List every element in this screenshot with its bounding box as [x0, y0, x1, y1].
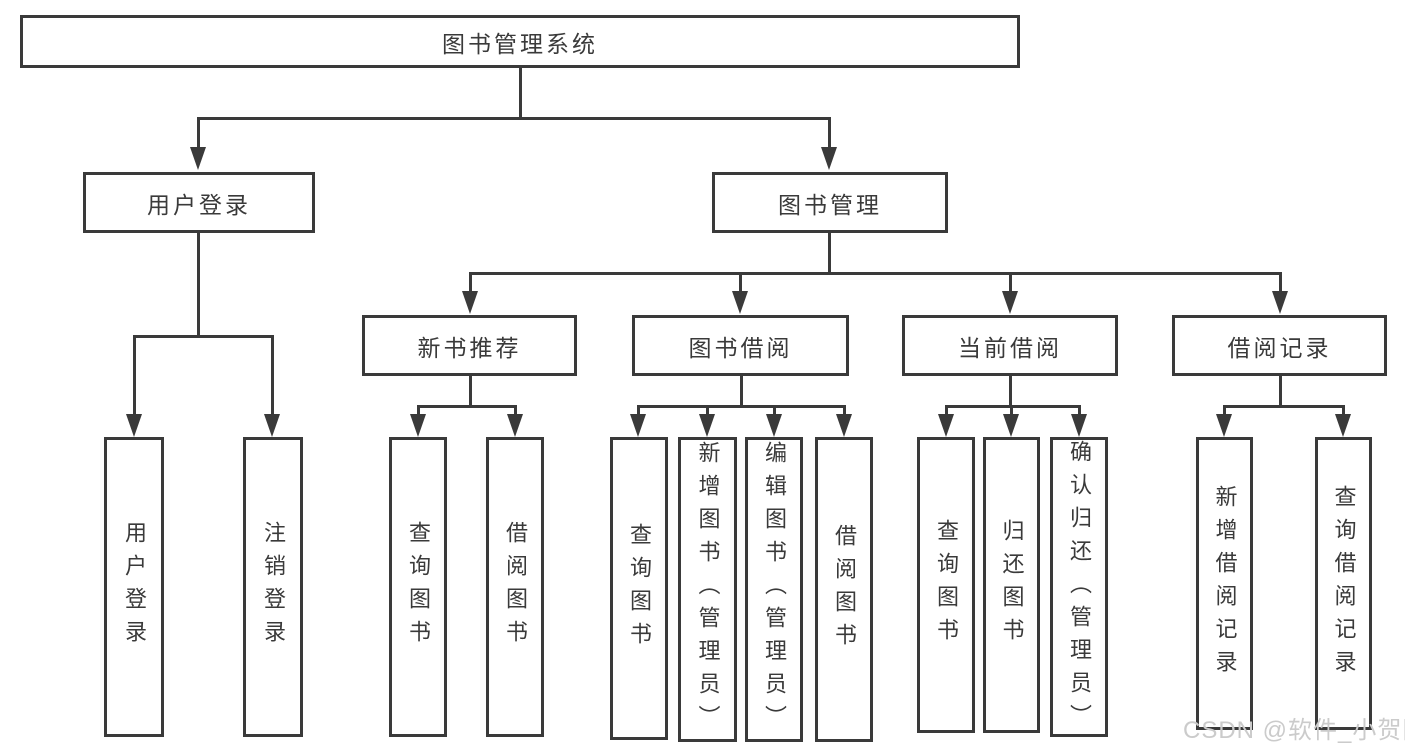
- arrow-down-icon: [462, 291, 478, 314]
- node-user-login-group: 用户登录: [83, 172, 315, 233]
- arrow-down-icon: [507, 414, 523, 437]
- connector-line-horizontal: [638, 404, 844, 408]
- arrow-down-icon: [938, 414, 954, 437]
- arrow-down-icon: [1071, 414, 1087, 437]
- arrow-down-icon: [821, 147, 837, 170]
- connector-line-horizontal: [134, 334, 272, 338]
- node-leaf-edit-book: 编辑图书（管理员）: [745, 437, 803, 742]
- node-new-book-recommend: 新书推荐: [362, 315, 577, 376]
- connector-line-vertical: [1008, 376, 1012, 407]
- connector-line-vertical: [468, 272, 472, 292]
- connector-line-vertical: [1008, 272, 1012, 292]
- connector-line-vertical: [827, 117, 831, 148]
- node-leaf-confirm-return: 确认归还（管理员）: [1050, 437, 1108, 737]
- connector-line-horizontal: [198, 116, 829, 120]
- connector-line-vertical: [636, 405, 640, 415]
- connector-line-vertical: [705, 405, 709, 415]
- connector-line-vertical: [513, 405, 517, 415]
- connector-line-horizontal: [470, 271, 1280, 275]
- node-book-management-group: 图书管理: [712, 172, 948, 233]
- arrow-down-icon: [836, 414, 852, 437]
- connector-line-vertical: [827, 233, 831, 274]
- connector-line-vertical: [196, 233, 200, 337]
- connector-line-vertical: [196, 117, 200, 148]
- connector-line-vertical: [468, 376, 472, 407]
- connector-line-vertical: [1222, 405, 1226, 415]
- connector-line-vertical: [738, 272, 742, 292]
- arrow-down-icon: [1335, 414, 1351, 437]
- node-leaf-logout: 注销登录: [243, 437, 303, 737]
- node-leaf-borrow-book-2: 借阅图书: [815, 437, 873, 742]
- arrow-down-icon: [766, 414, 782, 437]
- connector-line-vertical: [772, 405, 776, 415]
- node-leaf-return-book: 归还图书: [983, 437, 1040, 733]
- node-leaf-add-book: 新增图书（管理员）: [678, 437, 737, 742]
- connector-line-horizontal: [418, 404, 515, 408]
- node-leaf-query-borrow-record: 查询借阅记录: [1315, 437, 1372, 730]
- arrow-down-icon: [126, 414, 142, 437]
- connector-line-vertical: [1077, 405, 1081, 415]
- node-root: 图书管理系统: [20, 15, 1020, 68]
- arrow-down-icon: [1003, 414, 1019, 437]
- node-book-borrow: 图书借阅: [632, 315, 849, 376]
- arrow-down-icon: [630, 414, 646, 437]
- connector-line-vertical: [1009, 405, 1013, 415]
- connector-line-vertical: [842, 405, 846, 415]
- arrow-down-icon: [1216, 414, 1232, 437]
- node-leaf-query-book-1: 查询图书: [389, 437, 447, 737]
- arrow-down-icon: [732, 291, 748, 314]
- connector-line-vertical: [270, 335, 274, 415]
- arrow-down-icon: [699, 414, 715, 437]
- connector-line-vertical: [518, 68, 522, 119]
- arrow-down-icon: [1272, 291, 1288, 314]
- node-current-borrow: 当前借阅: [902, 315, 1118, 376]
- connector-line-vertical: [416, 405, 420, 415]
- connector-line-vertical: [1278, 376, 1282, 407]
- connector-line-vertical: [944, 405, 948, 415]
- connector-line-horizontal: [1224, 404, 1343, 408]
- arrow-down-icon: [190, 147, 206, 170]
- node-leaf-query-book-3: 查询图书: [917, 437, 975, 733]
- node-borrow-records: 借阅记录: [1172, 315, 1387, 376]
- connector-line-vertical: [739, 376, 743, 407]
- node-leaf-borrow-book-1: 借阅图书: [486, 437, 544, 737]
- connector-line-horizontal: [946, 404, 1079, 408]
- arrow-down-icon: [264, 414, 280, 437]
- connector-line-vertical: [1341, 405, 1345, 415]
- node-leaf-query-book-2: 查询图书: [610, 437, 668, 740]
- node-leaf-user-login: 用户登录: [104, 437, 164, 737]
- arrow-down-icon: [410, 414, 426, 437]
- connector-line-vertical: [132, 335, 136, 415]
- arrow-down-icon: [1002, 291, 1018, 314]
- connector-line-vertical: [1278, 272, 1282, 292]
- node-leaf-add-borrow-record: 新增借阅记录: [1196, 437, 1253, 730]
